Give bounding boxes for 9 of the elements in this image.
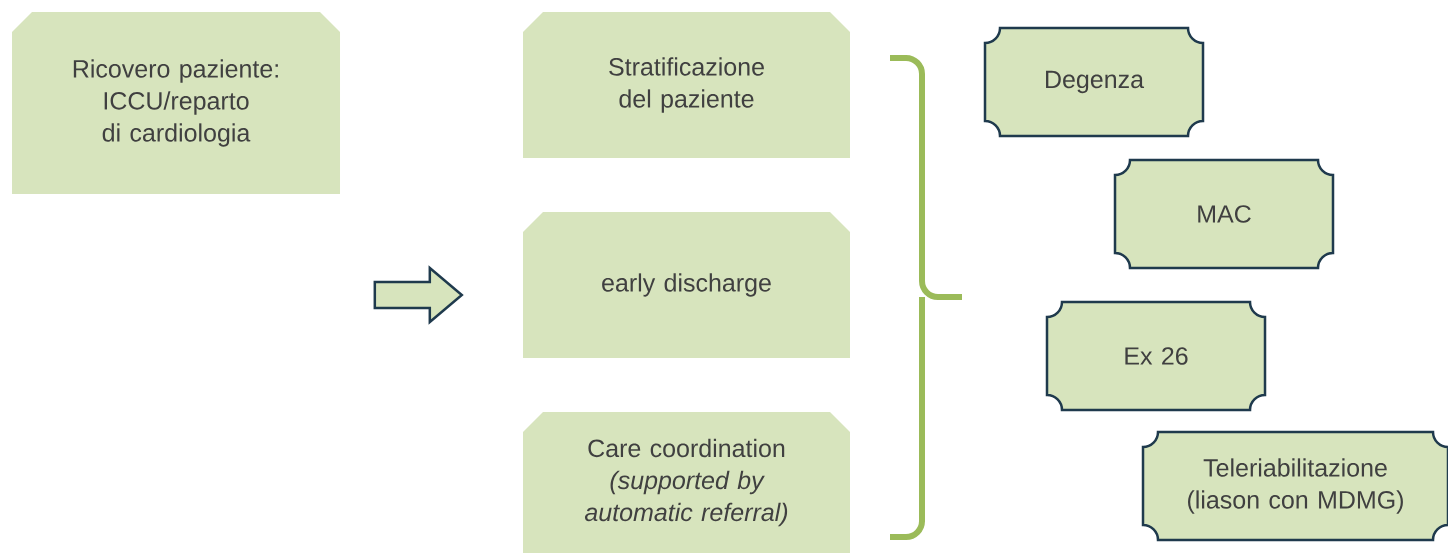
block-arrow (373, 265, 464, 325)
plaque-box: Teleriabilitazione (liason con MDMG) (1141, 430, 1448, 542)
plaque-box: Degenza (983, 26, 1205, 138)
plaque-box: Ex 26 (1045, 300, 1267, 412)
plaque-box: MAC (1113, 158, 1335, 270)
process-box: Stratificazione del paziente (523, 12, 850, 158)
process-box: Ricovero paziente: ICCU/reparto di cardiologia (12, 12, 340, 194)
process-box: early discharge (523, 212, 850, 358)
process-box: Care coordination (supported by automatic referral) (523, 412, 850, 553)
